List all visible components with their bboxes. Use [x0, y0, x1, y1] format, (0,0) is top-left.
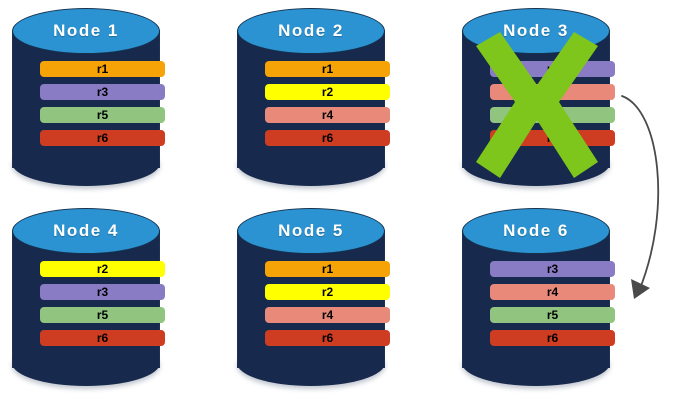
record-label: r3 — [96, 285, 109, 299]
record-bar[interactable]: r1 — [265, 261, 390, 277]
node-2[interactable]: Node 2 r1 r2 r4 r6 — [237, 8, 390, 190]
record-label: r2 — [96, 262, 109, 276]
record-label: r6 — [96, 131, 109, 145]
record-bar[interactable]: r6 — [40, 130, 165, 146]
node-4-cylinder-top: Node 4 — [12, 208, 160, 254]
node-4-title: Node 4 — [53, 221, 119, 240]
record-bar[interactable]: r1 — [265, 61, 390, 77]
record-bar[interactable]: r6 — [490, 130, 615, 146]
record-label: r2 — [321, 85, 334, 99]
node-6-record-list: r3 r4 r5 r6 — [490, 261, 615, 353]
node-6-title: Node 6 — [503, 221, 569, 240]
node-4-record-list: r2 r3 r5 r6 — [40, 261, 165, 353]
record-label: r4 — [546, 85, 559, 99]
record-bar[interactable]: r3 — [40, 284, 165, 300]
node-1[interactable]: Node 1 r1 r3 r5 r6 — [12, 8, 165, 190]
record-label: r2 — [321, 285, 334, 299]
record-bar[interactable]: r5 — [490, 107, 615, 123]
record-bar[interactable]: r5 — [40, 107, 165, 123]
record-bar[interactable]: r3 — [490, 261, 615, 277]
record-label: r3 — [546, 62, 559, 76]
node-1-cylinder-top: Node 1 — [12, 8, 160, 54]
node-1-record-list: r1 r3 r5 r6 — [40, 61, 165, 153]
record-bar[interactable]: r6 — [40, 330, 165, 346]
node-2-title: Node 2 — [278, 21, 344, 40]
record-label: r6 — [546, 131, 559, 145]
node-2-record-list: r1 r2 r4 r6 — [265, 61, 390, 153]
record-bar[interactable]: r5 — [40, 307, 165, 323]
node-5[interactable]: Node 5 r1 r2 r4 r6 — [237, 208, 390, 390]
record-bar[interactable]: r3 — [40, 84, 165, 100]
record-label: r1 — [321, 262, 334, 276]
record-bar[interactable]: r2 — [265, 84, 390, 100]
record-bar[interactable]: r2 — [265, 284, 390, 300]
node-3[interactable]: Node 3 r3 r4 r5 r6 — [462, 8, 615, 190]
record-label: r1 — [96, 62, 109, 76]
node-3-cylinder-top: Node 3 — [462, 8, 610, 54]
node-5-title: Node 5 — [278, 221, 344, 240]
record-bar[interactable]: r5 — [490, 307, 615, 323]
node-5-record-list: r1 r2 r4 r6 — [265, 261, 390, 353]
record-label: r5 — [96, 108, 109, 122]
record-bar[interactable]: r4 — [490, 84, 615, 100]
record-bar[interactable]: r2 — [40, 261, 165, 277]
record-bar[interactable]: r4 — [490, 284, 615, 300]
record-label: r3 — [96, 85, 109, 99]
node-2-cylinder-top: Node 2 — [237, 8, 385, 54]
node-6-cylinder-top: Node 6 — [462, 208, 610, 254]
record-label: r5 — [546, 308, 559, 322]
record-bar[interactable]: r1 — [40, 61, 165, 77]
node-4[interactable]: Node 4 r2 r3 r5 r6 — [12, 208, 165, 390]
record-bar[interactable]: r3 — [490, 61, 615, 77]
node-3-record-list: r3 r4 r5 r6 — [490, 61, 615, 153]
record-label: r4 — [321, 108, 334, 122]
record-bar[interactable]: r4 — [265, 107, 390, 123]
record-bar[interactable]: r4 — [265, 307, 390, 323]
record-label: r6 — [321, 331, 334, 345]
record-label: r4 — [321, 308, 334, 322]
record-label: r6 — [96, 331, 109, 345]
node-3-title: Node 3 — [503, 21, 569, 40]
record-label: r3 — [546, 262, 559, 276]
record-label: r6 — [546, 331, 559, 345]
record-label: r5 — [546, 108, 559, 122]
record-label: r5 — [96, 308, 109, 322]
node-6[interactable]: Node 6 r3 r4 r5 r6 — [462, 208, 615, 390]
record-bar[interactable]: r6 — [490, 330, 615, 346]
record-bar[interactable]: r6 — [265, 130, 390, 146]
record-bar[interactable]: r6 — [265, 330, 390, 346]
node-5-cylinder-top: Node 5 — [237, 208, 385, 254]
record-label: r6 — [321, 131, 334, 145]
record-label: r1 — [321, 62, 334, 76]
node-1-title: Node 1 — [53, 21, 119, 40]
record-label: r4 — [546, 285, 559, 299]
